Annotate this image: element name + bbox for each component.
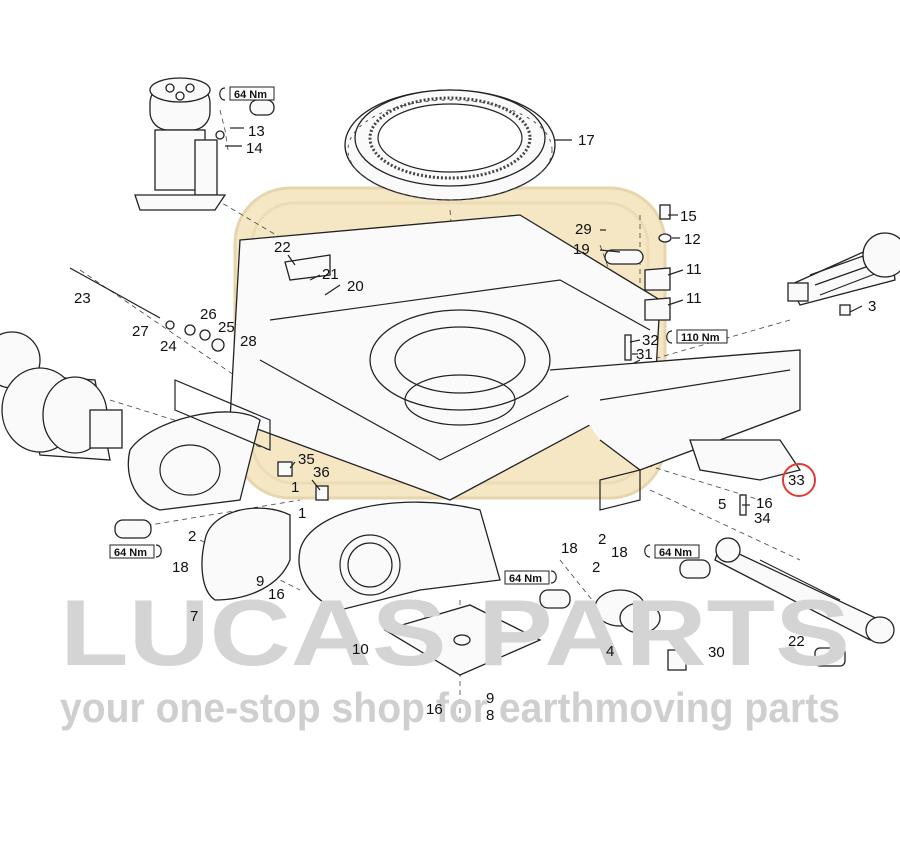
callout-35[interactable]: 35 xyxy=(298,451,315,468)
callout-30[interactable]: 30 xyxy=(708,644,725,661)
callout-26[interactable]: 26 xyxy=(200,306,217,323)
slewing-ring xyxy=(344,89,556,201)
callout-8[interactable]: 8 xyxy=(486,707,494,724)
callout-11-b[interactable]: 11 xyxy=(686,290,702,307)
callout-15[interactable]: 15 xyxy=(680,208,697,225)
callout-22-bottom[interactable]: 22 xyxy=(788,633,805,650)
callout-2-center[interactable]: 2 xyxy=(592,559,600,576)
watermark-brand: LUCAS PARTS xyxy=(60,580,850,685)
highlight-ring xyxy=(782,463,816,497)
callout-16-left[interactable]: 16 xyxy=(268,586,285,603)
callout-19[interactable]: 19 xyxy=(573,241,590,258)
callout-32[interactable]: 32 xyxy=(642,332,659,349)
fasteners xyxy=(69,204,851,516)
watermark-tagline: your one-stop shop for earthmoving parts xyxy=(60,684,840,731)
callout-23[interactable]: 23 xyxy=(74,290,91,307)
callout-28[interactable]: 28 xyxy=(240,333,257,350)
callout-18-center[interactable]: 18 xyxy=(561,540,578,557)
torque-label: 64 Nm xyxy=(234,89,267,101)
callout-4[interactable]: 4 xyxy=(606,643,614,660)
torque-badge-center: 64 Nm xyxy=(504,570,557,585)
callout-21[interactable]: 21 xyxy=(322,266,339,283)
final-drive xyxy=(0,331,123,461)
swivel-joint xyxy=(134,77,275,211)
callout-31[interactable]: 31 xyxy=(636,346,653,363)
callout-20[interactable]: 20 xyxy=(347,278,364,295)
torque-badge-left: 64 Nm xyxy=(109,544,162,559)
callout-5[interactable]: 5 xyxy=(718,496,726,513)
callout-10[interactable]: 10 xyxy=(352,641,369,658)
callout-24[interactable]: 24 xyxy=(160,338,177,355)
highlighted-callout[interactable]: 33 xyxy=(782,463,816,497)
torque-spec-labels: 64 Nm 110 Nm 64 Nm 64 Nm 64 Nm xyxy=(109,86,728,585)
callout-3[interactable]: 3 xyxy=(868,298,876,315)
torque-badge-top: 64 Nm xyxy=(219,86,275,101)
hydraulic-cylinder xyxy=(679,537,895,667)
cover-plate xyxy=(383,604,542,676)
callout-9-left[interactable]: 9 xyxy=(256,573,264,590)
callout-9-bottom[interactable]: 9 xyxy=(486,690,494,707)
callout-12[interactable]: 12 xyxy=(684,231,701,248)
track-roller xyxy=(539,589,687,671)
callout-14[interactable]: 14 xyxy=(246,140,263,157)
leader-lines xyxy=(225,127,863,506)
callout-16-bottom[interactable]: 16 xyxy=(426,701,443,718)
callout-29[interactable]: 29 xyxy=(575,221,592,238)
callout-1-b[interactable]: 1 xyxy=(298,505,306,522)
callout-2-left[interactable]: 2 xyxy=(188,528,196,545)
callout-22-top[interactable]: 22 xyxy=(274,239,291,256)
callout-13[interactable]: 13 xyxy=(248,123,265,140)
callout-16-right[interactable]: 16 xyxy=(756,495,773,512)
callout-1-a[interactable]: 1 xyxy=(291,479,299,496)
torque-label: 64 Nm xyxy=(509,573,542,585)
callout-27[interactable]: 27 xyxy=(132,323,149,340)
callout-25[interactable]: 25 xyxy=(218,319,235,336)
callout-36[interactable]: 36 xyxy=(313,464,330,481)
torque-label: 64 Nm xyxy=(114,547,147,559)
torque-label: 110 Nm xyxy=(681,332,720,344)
watermark: LUCAS PARTS your one-stop shop for earth… xyxy=(60,580,850,731)
callout-labels: 17 13 14 15 12 29 19 22 21 20 11 11 23 2… xyxy=(74,123,876,724)
track-adjuster xyxy=(787,232,900,306)
torque-label: 64 Nm xyxy=(659,547,692,559)
callout-33[interactable]: 33 xyxy=(788,472,805,489)
torque-badge-mid-right: 64 Nm xyxy=(644,544,700,559)
side-cover xyxy=(114,507,291,601)
callout-18-mid[interactable]: 18 xyxy=(611,544,628,561)
callout-7[interactable]: 7 xyxy=(190,608,198,625)
callout-34[interactable]: 34 xyxy=(754,510,771,527)
callout-11-a[interactable]: 11 xyxy=(686,261,702,278)
callout-17[interactable]: 17 xyxy=(578,132,595,149)
callout-2-mid[interactable]: 2 xyxy=(598,531,606,548)
callout-18-left[interactable]: 18 xyxy=(172,559,189,576)
torque-badge-right: 110 Nm xyxy=(666,329,728,344)
